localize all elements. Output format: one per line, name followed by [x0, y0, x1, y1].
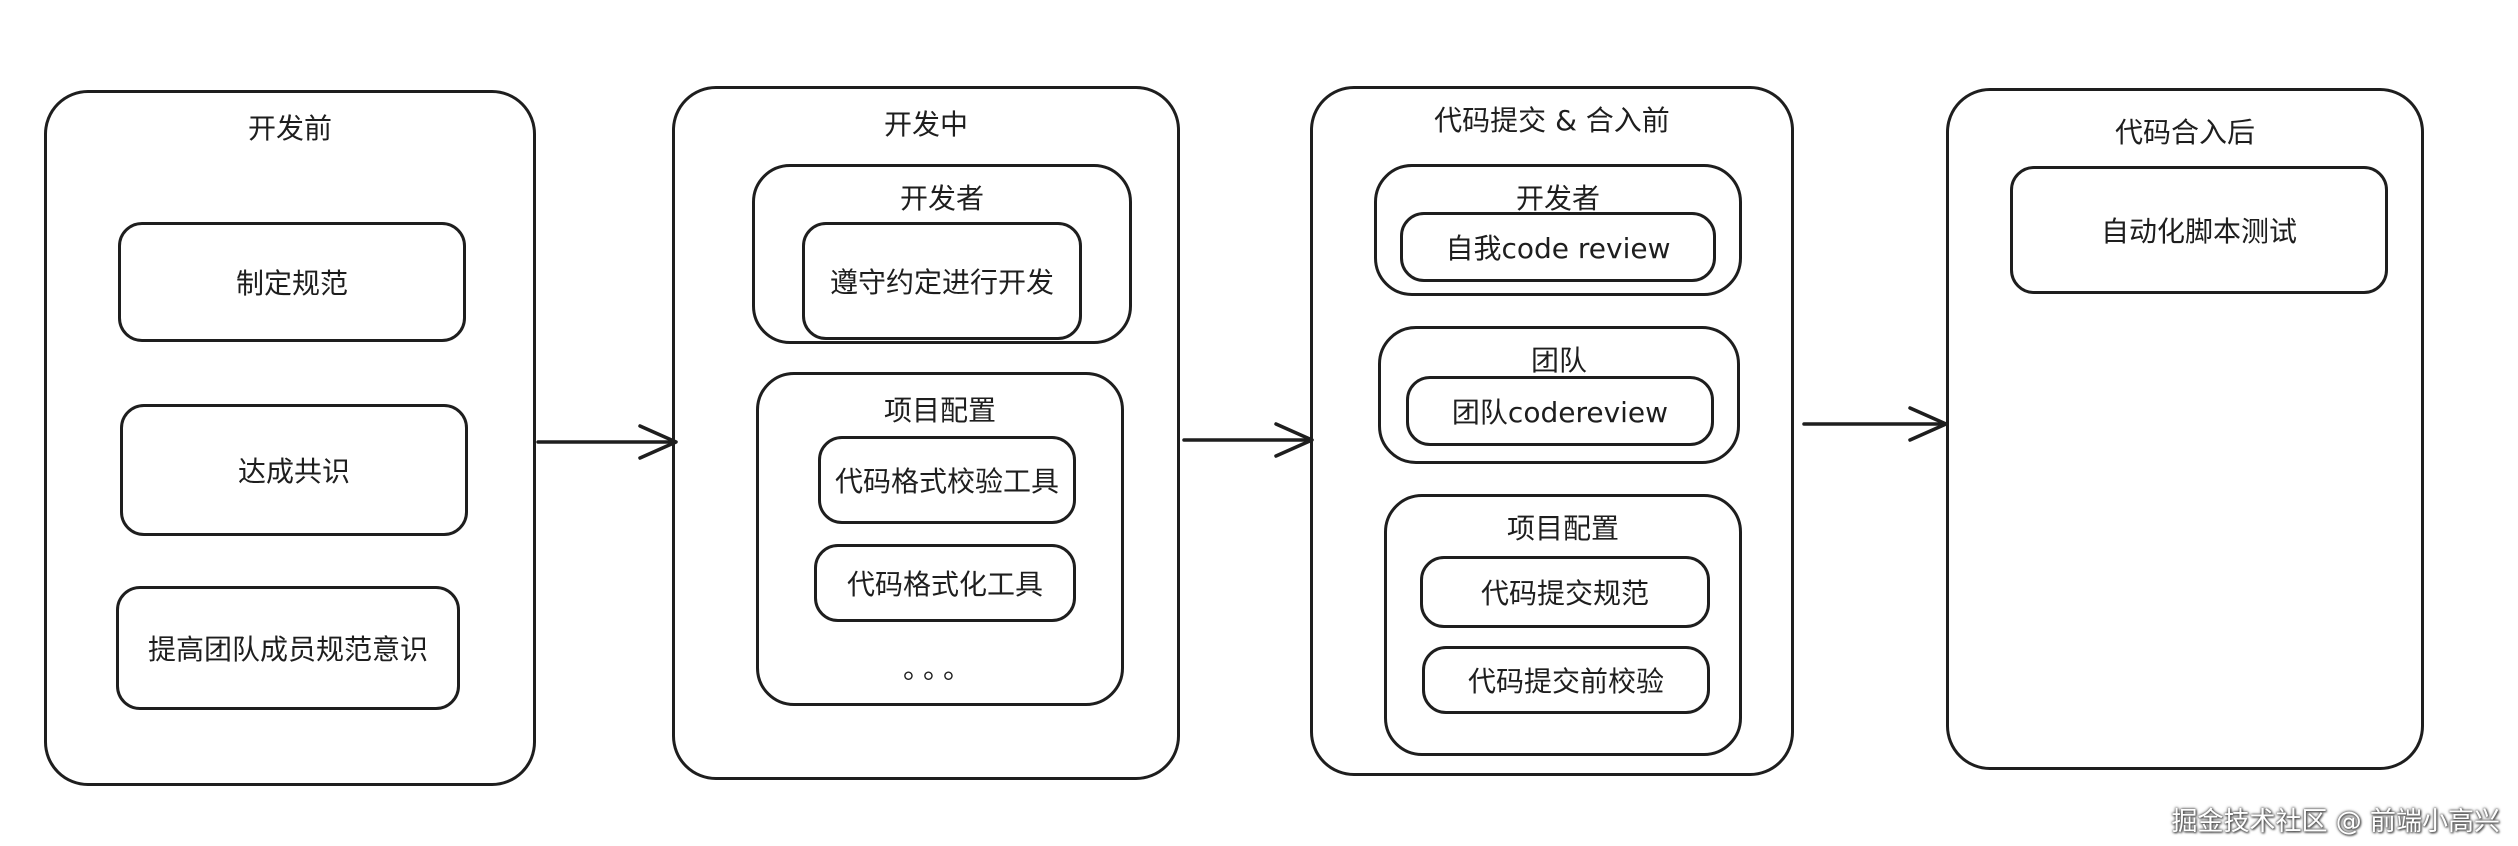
watermark: 掘金技术社区 @ 前端小高兴	[2171, 807, 2500, 837]
stage-title: 开发中	[883, 108, 968, 141]
arrow-3-to-4	[1802, 406, 1948, 442]
step-format-tool: 代码格式化工具	[814, 544, 1076, 622]
step-self-code-review: 自我code review	[1400, 212, 1716, 282]
step-define-standards: 制定规范	[118, 222, 466, 342]
step-raise-awareness: 提高团队成员规范意识	[116, 586, 460, 710]
ellipsis: 。。。	[902, 652, 977, 685]
group-title: 团队	[1530, 344, 1587, 377]
arrow-2-to-3	[1182, 422, 1314, 458]
stage-title: 代码合入后	[2114, 116, 2255, 149]
step-automated-tests: 自动化脚本测试	[2010, 166, 2388, 294]
step-team-code-review: 团队codereview	[1406, 376, 1714, 446]
group-title: 项目配置	[1506, 512, 1619, 545]
group-title: 项目配置	[883, 394, 996, 427]
group-title: 开发者	[899, 182, 984, 215]
step-pre-commit-check: 代码提交前校验	[1422, 646, 1710, 714]
arrow-1-to-2	[536, 424, 678, 460]
group-project-config: 项目配置 。。。	[756, 372, 1124, 706]
stage-title: 代码提交 & 合入前	[1434, 104, 1670, 137]
step-commit-convention: 代码提交规范	[1420, 556, 1710, 628]
step-follow-conventions: 遵守约定进行开发	[802, 222, 1082, 340]
step-lint-tool: 代码格式校验工具	[818, 436, 1076, 524]
stage-title: 开发前	[247, 112, 332, 145]
step-reach-consensus: 达成共识	[120, 404, 468, 536]
group-title: 开发者	[1515, 182, 1600, 215]
